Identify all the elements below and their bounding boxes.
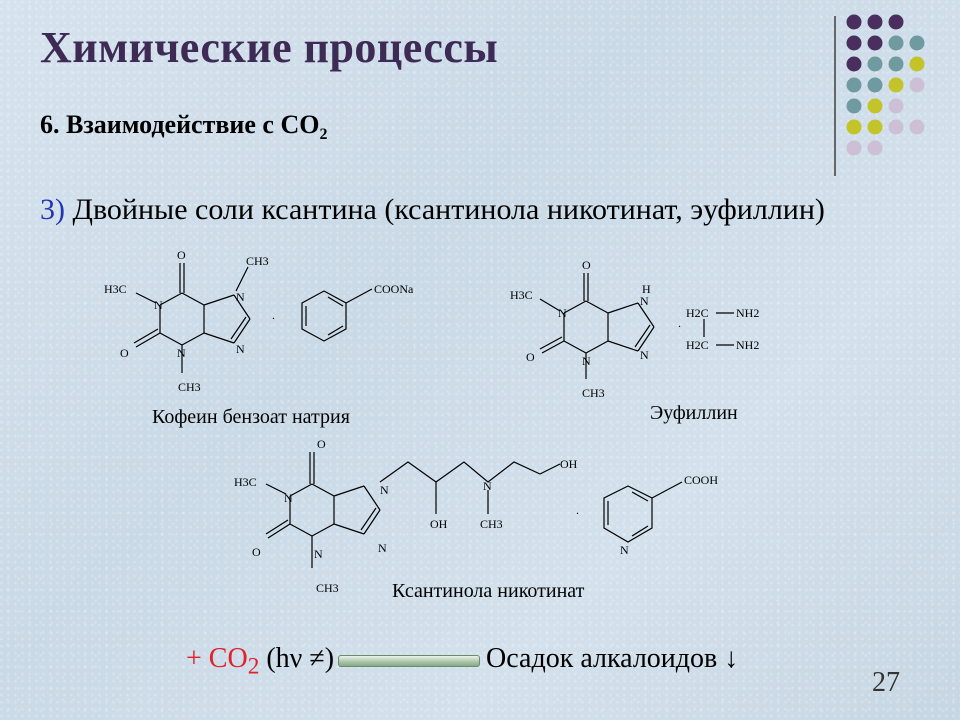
euph-n7: N bbox=[640, 294, 649, 308]
decor-dot bbox=[888, 98, 904, 114]
decor-dot bbox=[846, 98, 862, 114]
decor-dot bbox=[846, 140, 862, 156]
decor-dot bbox=[888, 14, 904, 30]
reaction-condition: (hν ≠) bbox=[259, 643, 335, 674]
caption-xantinol: Ксантинола никотинат bbox=[392, 580, 585, 602]
euph-n9: N bbox=[640, 348, 649, 362]
decor-dot bbox=[867, 140, 883, 156]
xant-oh-mid: OH bbox=[430, 517, 448, 531]
euph-n1: N bbox=[558, 306, 567, 320]
decor-dot bbox=[909, 119, 925, 135]
decor-dot bbox=[867, 77, 883, 93]
point-text: Двойные соли ксантина (ксантинола никоти… bbox=[72, 193, 825, 226]
decor-dot bbox=[867, 56, 883, 72]
reaction-product: Осадок алкалоидов ↓ bbox=[486, 643, 739, 674]
decor-dot bbox=[846, 119, 862, 135]
caffeine-ch3-bottom: CH3 bbox=[178, 380, 201, 394]
decor-dot bbox=[888, 119, 904, 135]
xant-dot: . bbox=[576, 503, 579, 517]
xant-n9: N bbox=[378, 541, 387, 555]
reaction-subscript: 2 bbox=[247, 653, 260, 680]
decor-dot-grid bbox=[846, 14, 925, 156]
decor-dot bbox=[909, 77, 925, 93]
caption-caffeine: Кофеин бензоат натрия bbox=[152, 406, 350, 428]
xant-ch3-left: H3C bbox=[234, 475, 257, 489]
reaction-reagent: + CO2 bbox=[186, 643, 259, 680]
euph-o-bottom: O bbox=[526, 350, 535, 364]
caffeine-coona: COONa bbox=[374, 282, 414, 296]
euph-ch2-top: H2C bbox=[686, 306, 709, 320]
xant-ch3-amine: CH3 bbox=[480, 517, 503, 531]
section-heading-text: 6. Взаимодействие с CO bbox=[40, 110, 320, 139]
page-number: 27 bbox=[872, 667, 900, 698]
decor-dot bbox=[846, 56, 862, 72]
euph-n3: N bbox=[582, 354, 591, 368]
xant-n3: N bbox=[314, 547, 323, 561]
decor-dot bbox=[909, 56, 925, 72]
xant-n-amine: N bbox=[483, 479, 492, 493]
euph-ch2-bottom: H2C bbox=[686, 338, 709, 352]
decor-vertical-line bbox=[834, 16, 836, 176]
reaction-prefix: + CO bbox=[186, 643, 248, 674]
euph-h: H bbox=[642, 282, 651, 296]
xantinol-nicotinate-structure: O H3C N N OH O N N OH N CH3 CH3 . COOH N bbox=[234, 437, 718, 595]
point-number: 3) bbox=[40, 193, 65, 226]
caffeine-benzoate-structure: O H3C N N CH3 O N CH3 N . COONa bbox=[104, 248, 414, 394]
caffeine-n7: N bbox=[236, 290, 245, 304]
caffeine-dot: . bbox=[272, 308, 275, 322]
section-heading-subscript: 2 bbox=[319, 126, 328, 144]
caffeine-ch3-right: CH3 bbox=[246, 254, 269, 268]
xant-n1: N bbox=[284, 491, 293, 505]
xant-n-pyridine: N bbox=[620, 543, 629, 557]
decor-dot bbox=[867, 35, 883, 51]
caffeine-ch3-left: H3C bbox=[104, 282, 127, 296]
decor-dot bbox=[846, 14, 862, 30]
caffeine-n3: N bbox=[177, 346, 186, 360]
reaction-line: + CO2 (hν ≠) Осадок алкалоидов ↓ bbox=[186, 643, 738, 681]
caffeine-o-bottom: O bbox=[120, 346, 129, 360]
reaction-arrow bbox=[338, 654, 481, 667]
euph-dot: . bbox=[678, 316, 681, 330]
xant-o-top: O bbox=[317, 437, 326, 451]
decor-dot bbox=[846, 35, 862, 51]
decor-dot bbox=[846, 77, 862, 93]
decor-dot bbox=[888, 77, 904, 93]
euph-ch3-bottom: CH3 bbox=[582, 386, 605, 400]
caffeine-n9: N bbox=[236, 342, 245, 356]
decor-dot bbox=[888, 56, 904, 72]
xant-ch3-bottom: CH3 bbox=[316, 581, 339, 595]
euph-ch3-left: H3C bbox=[510, 288, 533, 302]
xant-n7: N bbox=[380, 483, 389, 497]
euphylline-structure: O H N H3C N N O N CH3 . H2C NH2 H2C NH2 bbox=[510, 258, 759, 400]
xant-oh-end: OH bbox=[560, 457, 578, 471]
decor-dot bbox=[867, 98, 883, 114]
decor-dot bbox=[867, 14, 883, 30]
caffeine-o-top: O bbox=[177, 248, 186, 262]
section-heading: 6. Взаимодействие с CO2 bbox=[40, 110, 327, 144]
xant-o-bottom: O bbox=[252, 545, 261, 559]
slide-title: Химические процессы bbox=[40, 23, 499, 72]
euph-o-top: O bbox=[582, 258, 591, 272]
decor-dot bbox=[867, 119, 883, 135]
decor-dot bbox=[888, 35, 904, 51]
caffeine-n1: N bbox=[154, 298, 163, 312]
point-line: 3) Двойные соли ксантина (ксантинола ник… bbox=[40, 193, 825, 227]
euph-nh2-top: NH2 bbox=[736, 306, 759, 320]
xant-cooh: COOH bbox=[684, 473, 718, 487]
caption-euphylline: Эуфиллин bbox=[650, 402, 738, 424]
euph-nh2-bottom: NH2 bbox=[736, 338, 759, 352]
decor-dot bbox=[909, 35, 925, 51]
